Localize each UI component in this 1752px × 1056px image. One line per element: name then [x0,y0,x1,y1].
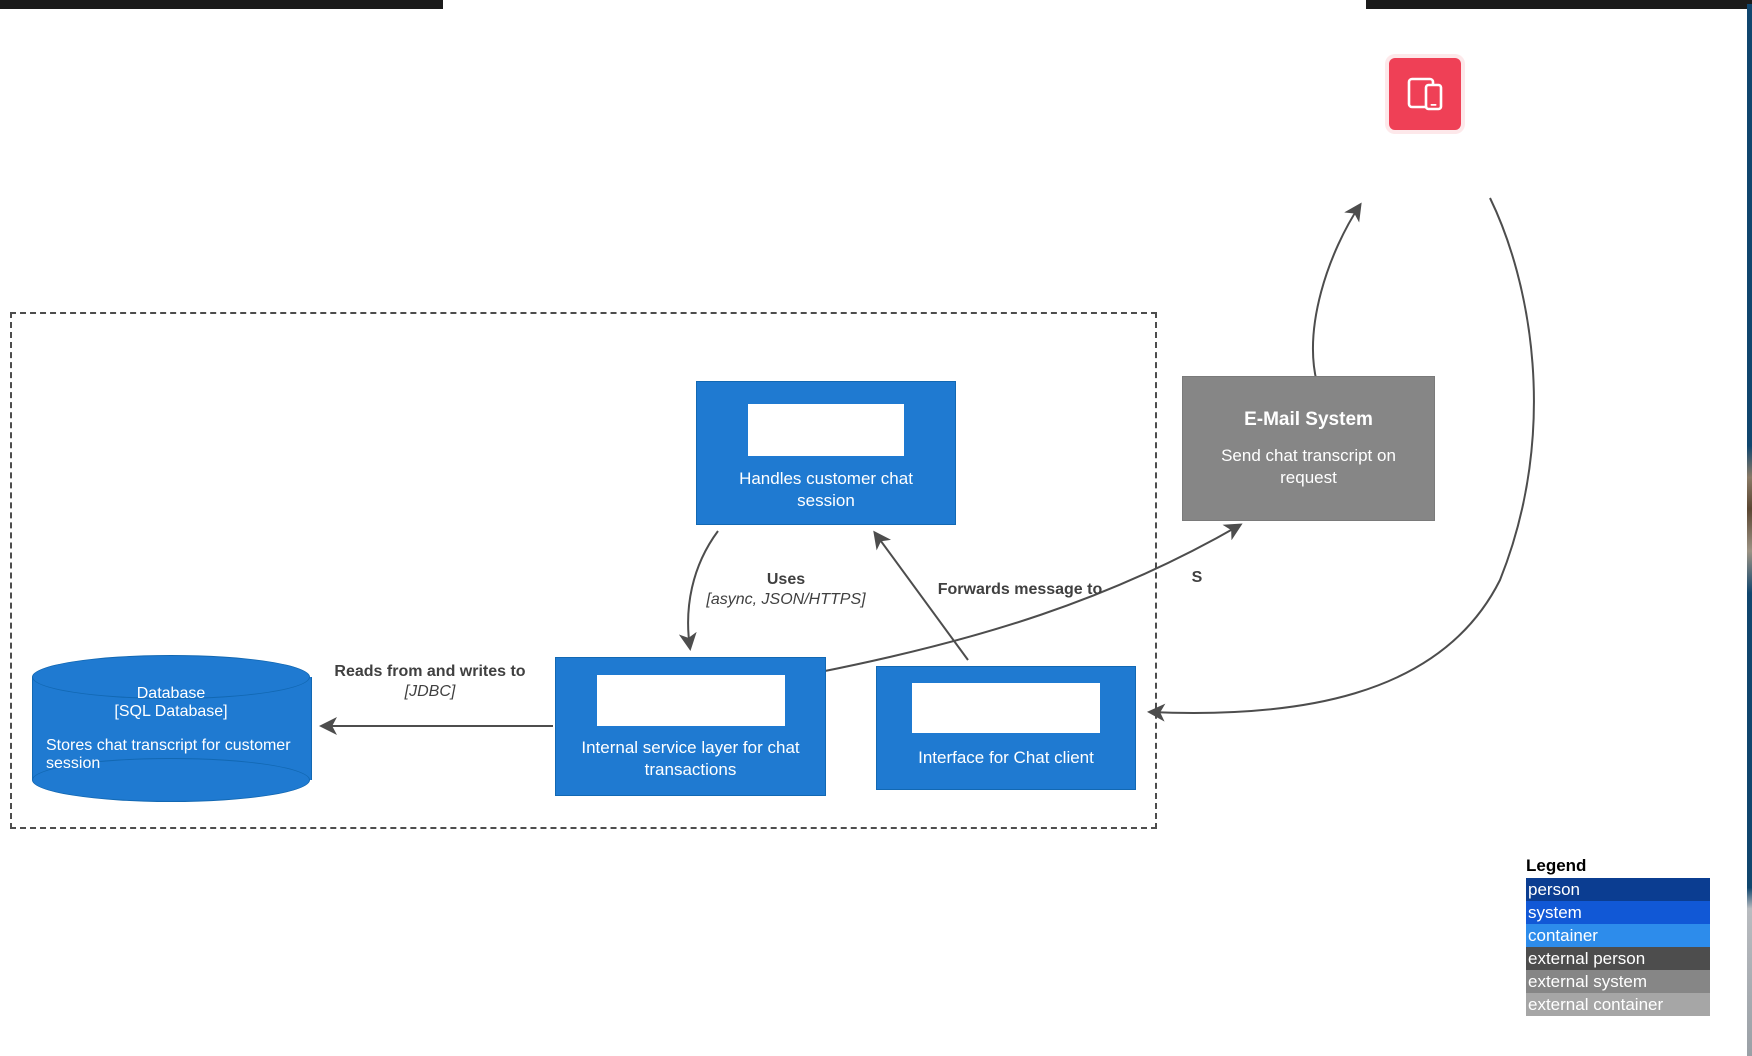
node-database-tech: [SQL Database] [114,702,228,720]
edge-label-sends: S [1185,568,1209,588]
database-cylinder-top [32,655,310,699]
node-chat-session[interactable]: Handles customer chat session [696,381,956,525]
node-email-system-description: Send chat transcript on request [1221,446,1396,487]
devices-glyph [1407,77,1443,111]
window-chrome-right [1366,0,1752,9]
legend: Legend person system container external … [1526,855,1710,1016]
edge-uses-tech: [async, JSON/HTTPS] [706,591,866,608]
node-email-system-title: E-Mail System [1244,409,1373,430]
node-email-system[interactable]: E-Mail System Send chat transcript on re… [1182,376,1435,521]
node-internal-service-description: Internal service layer for chat transact… [581,738,800,779]
edge-label-forwards: Forwards message to [925,580,1115,600]
node-title-placeholder [596,675,785,726]
legend-row-external-system: external system [1526,970,1710,993]
node-internal-service[interactable]: Internal service layer for chat transact… [555,657,826,796]
edge-label-reads-writes: Reads from and writes to [JDBC] [327,662,533,702]
edge-label-uses: Uses [async, JSON/HTTPS] [700,570,872,610]
edge-forwards-label: Forwards message to [937,581,1103,598]
legend-row-external-container: external container [1526,993,1710,1016]
edge-reads-label: Reads from and writes to [334,663,526,680]
legend-title: Legend [1526,856,1587,875]
node-database[interactable]: Database [SQL Database] Stores chat tran… [32,655,312,802]
node-title-placeholder [748,404,904,456]
node-chat-client[interactable]: Interface for Chat client [876,666,1136,790]
database-label-group: Database [SQL Database] Stores chat tran… [32,655,310,802]
legend-row-container: container [1526,924,1710,947]
legend-row-system: system [1526,901,1710,924]
edge-uses-label: Uses [766,571,806,588]
window-chrome-left [0,0,443,9]
node-chat-client-description: Interface for Chat client [918,748,1094,767]
edge-email-to-user [1312,202,1362,391]
node-chat-session-description: Handles customer chat session [739,469,913,510]
window-right-edge [1747,4,1752,1056]
legend-row-external-person: external person [1526,947,1710,970]
system-boundary [10,312,1157,829]
node-title-placeholder [912,683,1100,733]
edge-reads-tech: [JDBC] [404,683,456,700]
database-cylinder-bottom [32,758,310,802]
devices-icon[interactable] [1389,58,1461,130]
node-database-title: Database [136,684,206,702]
node-database-description: Stores chat transcript for customer sess… [46,736,291,772]
edge-sends-label: S [1191,569,1203,586]
legend-row-person: person [1526,878,1710,901]
